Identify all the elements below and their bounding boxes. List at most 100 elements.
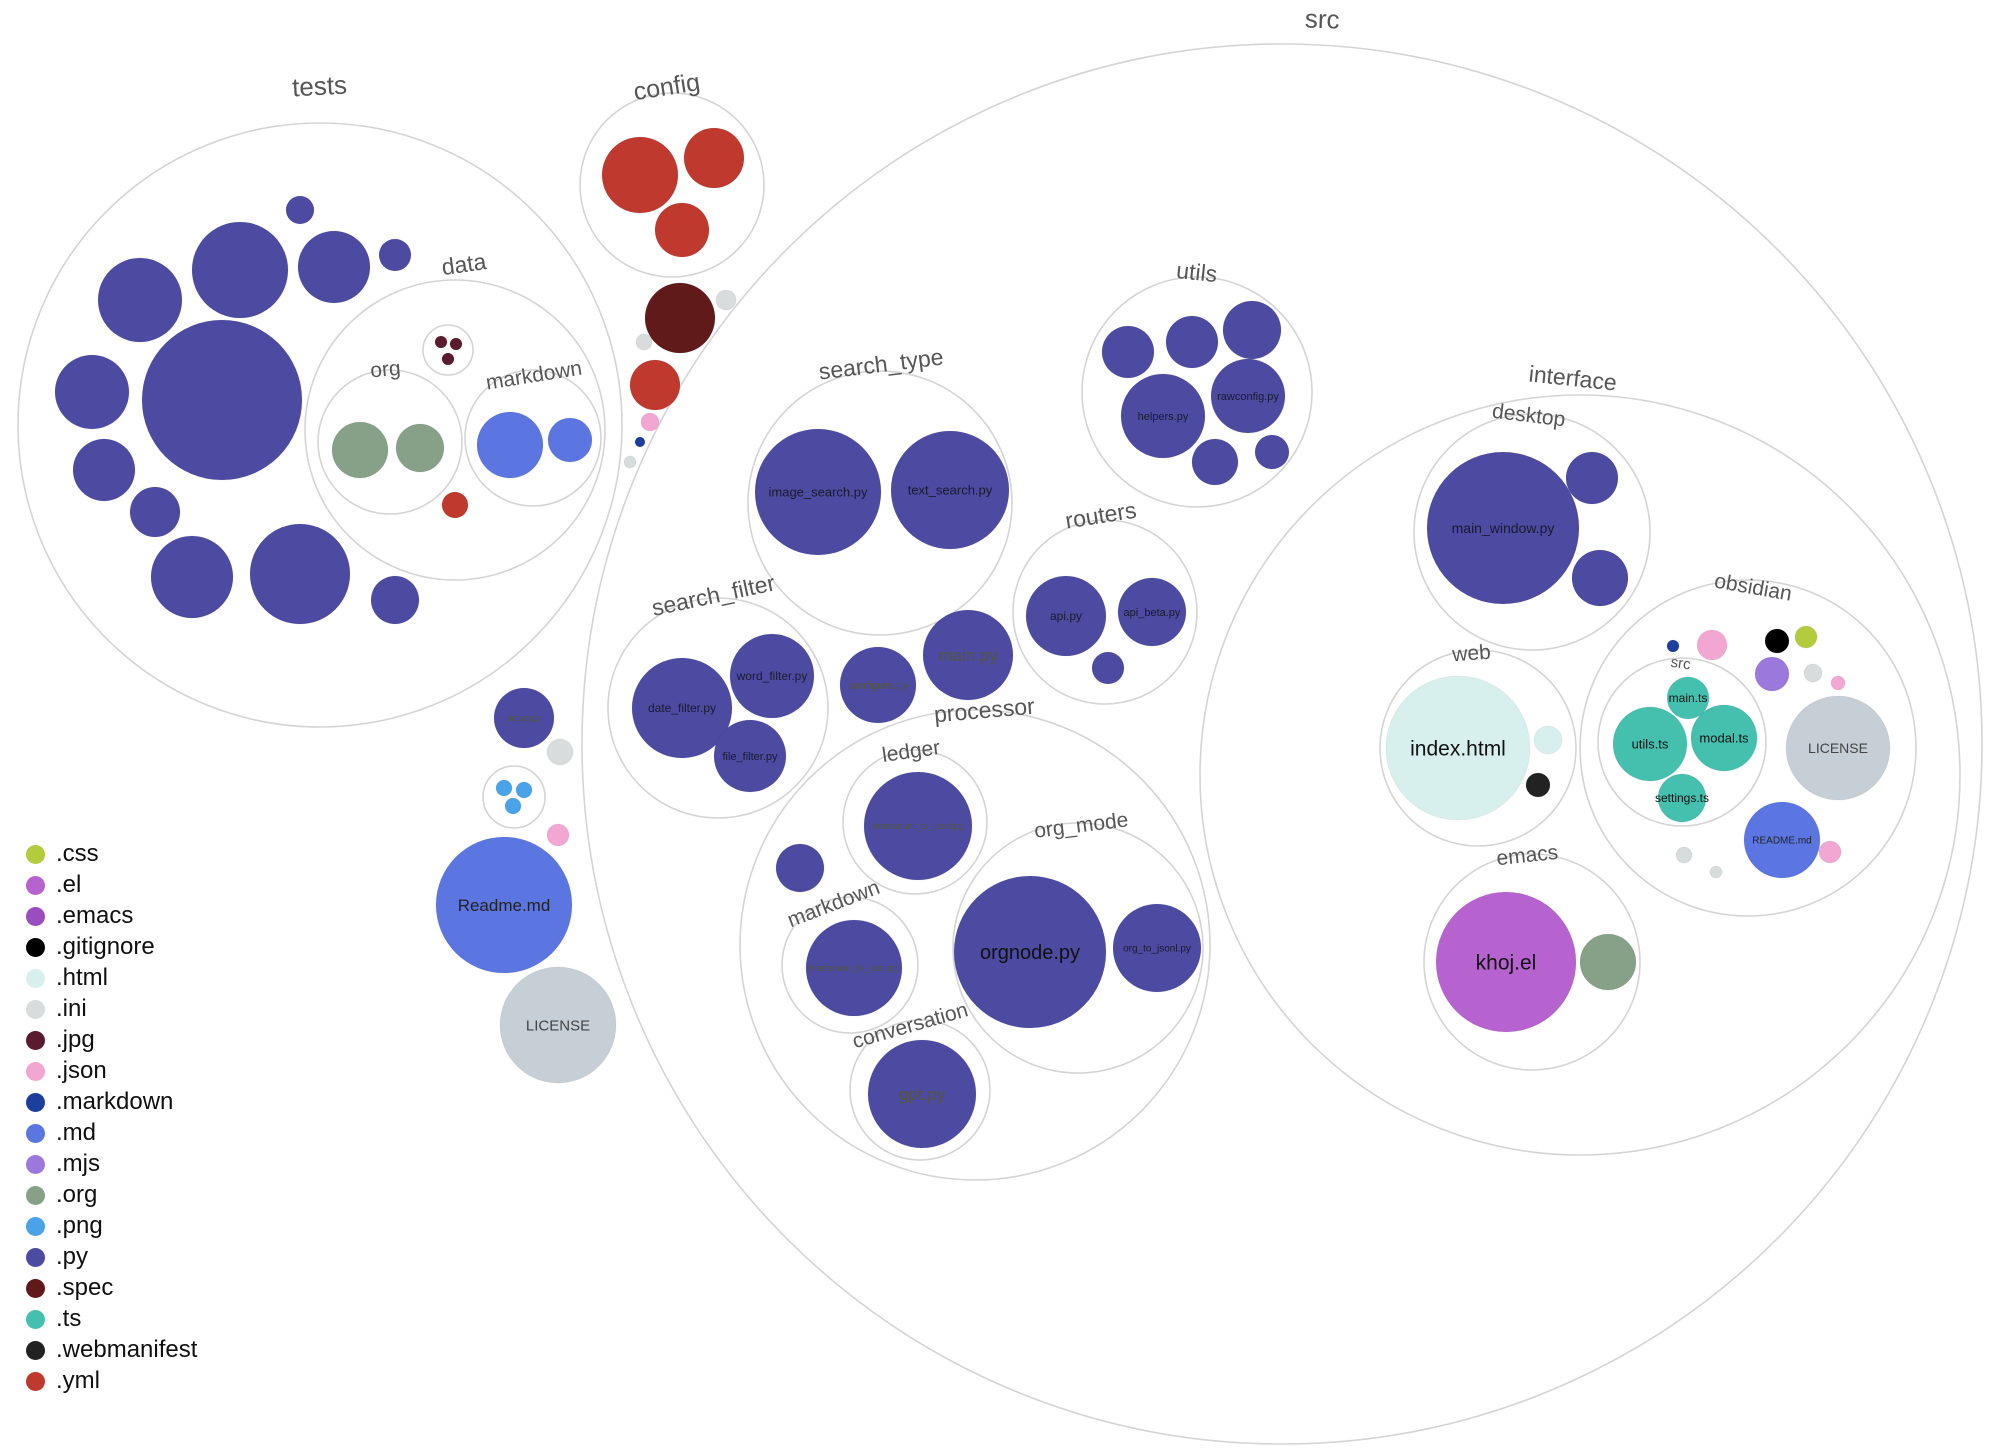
directory-label-src: src — [1304, 3, 1340, 34]
file-bubble-helpers.py — [1120, 373, 1206, 459]
legend-label: .jpg — [56, 1026, 95, 1053]
file-bubble — [623, 455, 637, 469]
directory-label-processor: processor — [933, 693, 1036, 728]
directory-circle-search_type — [747, 370, 1013, 636]
file-bubble — [1165, 315, 1219, 369]
file-bubble-README.md — [1743, 801, 1821, 879]
file-bubble — [395, 423, 445, 473]
file-label-setup.py: setup.py — [507, 713, 542, 723]
legend-item-mjs: .mjs — [26, 1152, 197, 1176]
legend-swatch-icon — [26, 1185, 45, 1205]
legend-label: .mjs — [56, 1150, 100, 1177]
file-bubble-image_search.py — [754, 428, 882, 556]
file-bubble-index.html — [1385, 675, 1531, 821]
legend-label: .emacs — [56, 902, 134, 929]
file-bubble-orgnode.py — [953, 875, 1107, 1029]
file-bubble — [441, 352, 455, 366]
legend-item-ts: .ts — [26, 1307, 197, 1331]
file-label-configure.py: configure.py — [848, 680, 908, 692]
legend-label: .ini — [56, 995, 87, 1022]
file-bubble-settings.ts — [1657, 773, 1707, 823]
file-label-main.ts: main.ts — [1669, 691, 1708, 705]
file-bubble-main.py — [922, 609, 1014, 701]
file-bubble — [629, 359, 681, 411]
file-bubble-word_filter.py — [729, 633, 815, 719]
legend-label: .org — [56, 1181, 98, 1208]
file-label-index.html: index.html — [1410, 737, 1506, 760]
file-bubble-rawconfig.py — [1210, 358, 1286, 434]
file-bubble — [546, 823, 570, 847]
file-bubble-text_search.py — [890, 430, 1010, 550]
file-label-Readme.md: Readme.md — [458, 896, 551, 915]
file-label-image_search.py: image_search.py — [769, 485, 868, 500]
directory-label-src-obsidian: src — [1670, 654, 1693, 674]
file-bubble-utils.ts — [1612, 706, 1688, 782]
file-bubble — [1803, 663, 1823, 683]
legend-label: .yml — [56, 1367, 100, 1394]
file-bubble-Readme.md — [435, 836, 573, 974]
file-bubble — [495, 779, 513, 797]
legend-item-webmanifest: .webmanifest — [26, 1338, 197, 1362]
file-bubble — [441, 491, 469, 519]
file-label-orgnode.py: orgnode.py — [980, 942, 1080, 964]
legend-item-json: .json — [26, 1059, 197, 1083]
legend-swatch-icon — [26, 844, 45, 864]
directory-label-interface: interface — [1528, 361, 1618, 396]
file-bubble — [476, 411, 544, 479]
file-bubble — [1101, 325, 1155, 379]
file-bubble-gpt.py — [867, 1039, 977, 1149]
file-label-khoj.el: khoj.el — [1476, 951, 1537, 974]
legend-label: .css — [56, 840, 99, 867]
directory-circle-conversation — [849, 1019, 991, 1161]
file-bubble-markdown_to_jsonl.py — [805, 919, 903, 1017]
directory-circle-png-group — [482, 765, 546, 829]
file-bubble-api_beta.py — [1117, 577, 1187, 647]
file-bubble — [129, 486, 181, 538]
directory-circle-markdown-processor — [781, 896, 919, 1034]
file-bubble — [504, 797, 522, 815]
file-bubble — [1794, 625, 1818, 649]
file-bubble — [683, 127, 745, 189]
legend-label: .md — [56, 1119, 97, 1146]
legend-swatch-icon — [26, 999, 45, 1019]
directory-circle-src-obsidian — [1597, 657, 1767, 827]
file-bubble-main.ts — [1666, 676, 1710, 720]
legend-swatch-icon — [26, 1154, 45, 1174]
file-label-settings.ts: settings.ts — [1655, 791, 1709, 805]
directory-circle-org_mode — [952, 822, 1204, 1074]
file-bubble — [640, 412, 660, 432]
file-bubble — [285, 195, 315, 225]
file-bubble — [297, 230, 371, 304]
legend-swatch-icon — [26, 1247, 45, 1267]
directory-circle-markdown-data — [464, 369, 602, 507]
legend-item-png: .png — [26, 1214, 197, 1238]
directory-label-utils: utils — [1175, 257, 1218, 287]
file-bubble — [1091, 651, 1125, 685]
legend-swatch-icon — [26, 1123, 45, 1143]
file-bubble — [547, 417, 593, 463]
file-bubble — [634, 436, 646, 448]
directory-label-tests: tests — [291, 70, 347, 103]
file-bubble-modal.ts — [1690, 704, 1758, 772]
file-bubble — [191, 221, 289, 319]
file-bubble-date_filter.py — [631, 657, 733, 759]
directory-circle-data — [304, 279, 606, 581]
file-bubble — [1191, 438, 1239, 486]
file-bubble — [378, 238, 412, 272]
file-label-main.py: main.py — [938, 646, 998, 665]
file-bubble — [249, 523, 351, 625]
file-label-modal.ts: modal.ts — [1699, 731, 1749, 746]
legend-item-html: .html — [26, 966, 197, 990]
file-label-file_filter.py: file_filter.py — [722, 751, 778, 763]
directory-circle-ledger — [842, 749, 988, 895]
file-bubble — [1579, 933, 1637, 991]
legend-label: .gitignore — [56, 933, 155, 960]
file-bubble — [635, 333, 653, 351]
file-bubble — [1222, 300, 1282, 360]
directory-label-config: config — [632, 68, 702, 106]
legend-label: .html — [56, 964, 109, 991]
legend-label: .png — [56, 1212, 103, 1239]
directory-circle-jpg-group — [422, 324, 474, 376]
